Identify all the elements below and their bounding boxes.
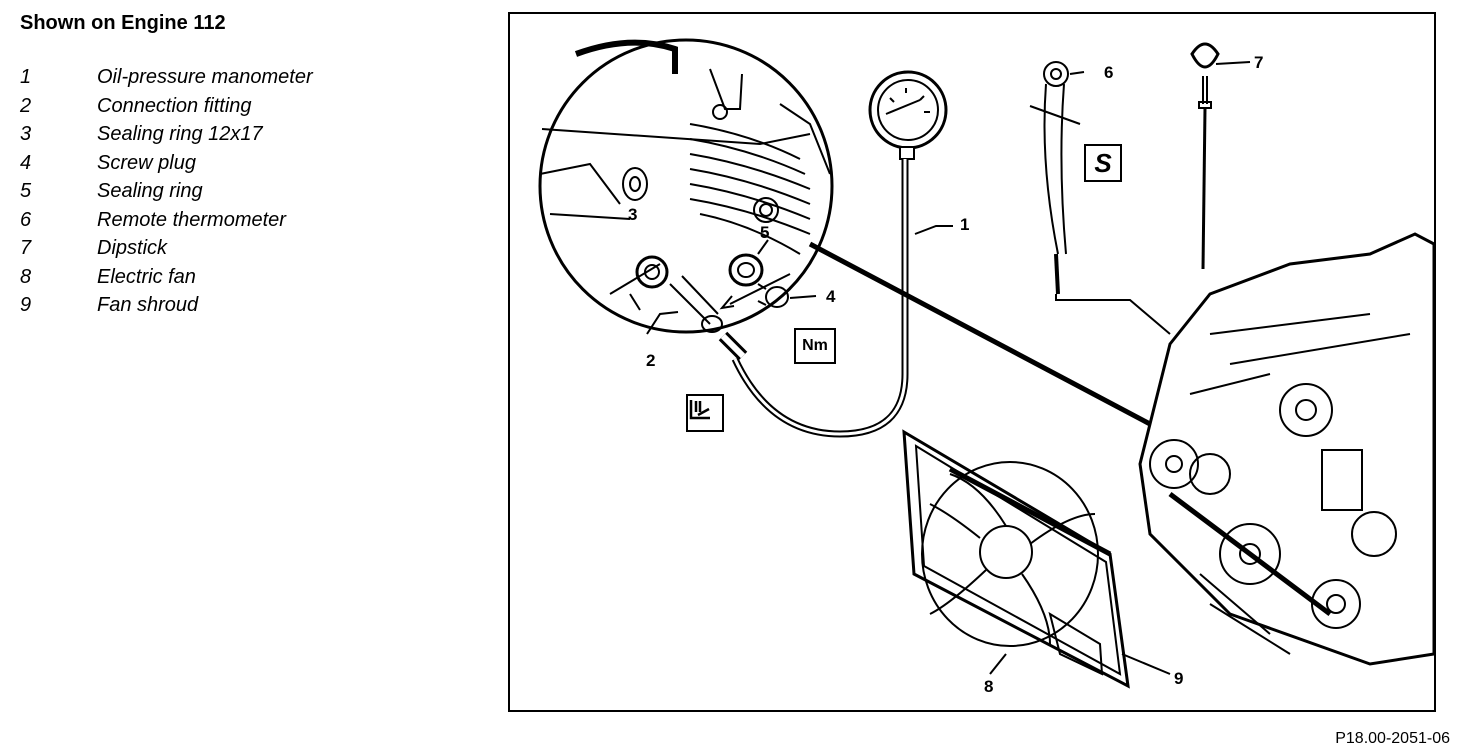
legend-label: Oil-pressure manometer	[97, 66, 313, 88]
electric-fan-shroud	[902, 429, 1130, 689]
legend-item: 9 Fan shroud	[20, 294, 313, 323]
legend-item: 7 Dipstick	[20, 237, 313, 266]
legend-item: 6 Remote thermometer	[20, 209, 313, 238]
callout-1: 1	[960, 215, 969, 234]
oil-pressure-gauge	[718, 70, 948, 438]
remote-thermometer	[1029, 61, 1171, 335]
engine-block	[1138, 232, 1434, 666]
callout-5: 5	[760, 223, 769, 242]
callout-9: 9	[1174, 669, 1183, 688]
special-tool-symbol: S	[1084, 144, 1122, 182]
callout-2: 2	[646, 351, 655, 370]
parts-legend: 1 Oil-pressure manometer 2 Connection fitt…	[20, 66, 313, 323]
legend-number: 5	[20, 180, 32, 202]
legend-number: 6	[20, 208, 32, 231]
torque-symbol: Nm	[794, 328, 836, 364]
legend-number: 1	[20, 66, 32, 88]
wrench-icon	[689, 400, 710, 420]
legend-item: 5 Sealing ring	[20, 180, 313, 209]
legend-item: 1 Oil-pressure manometer	[20, 66, 313, 95]
special-tool-letter: S	[1094, 147, 1112, 178]
callout-4: 4	[826, 287, 836, 306]
dipstick	[1190, 42, 1220, 270]
detail-view	[538, 38, 834, 334]
callout-7: 7	[1254, 53, 1263, 72]
legend-label: Electric fan	[97, 265, 196, 288]
figure-reference: P18.00-2051-06	[1335, 730, 1450, 747]
legend-item: 8 Electric fan	[20, 266, 313, 295]
legend-number: 8	[20, 265, 32, 288]
callout-8: 8	[984, 677, 993, 696]
legend-label: Dipstick	[97, 237, 168, 259]
engine-diagram: 1 2 3 4 5 6 7 8 9	[538, 38, 1434, 696]
diagram-frame: 1 2 3 4 5 6 7 8 9 S Nm	[508, 12, 1436, 712]
callout-leaders	[646, 61, 1251, 675]
legend-label: Remote thermometer	[97, 208, 286, 231]
legend-number: 9	[20, 294, 32, 316]
legend-label: Screw plug	[97, 151, 196, 174]
legend-number: 3	[20, 123, 32, 145]
legend-item: 2 Connection fitting	[20, 95, 313, 124]
callout-6: 6	[1104, 63, 1113, 82]
legend-label: Sealing ring 12x17	[97, 123, 263, 145]
torque-label: Nm	[802, 337, 828, 354]
page-title: Shown on Engine 112	[20, 12, 226, 34]
legend-label: Sealing ring	[97, 180, 203, 202]
legend-number: 7	[20, 237, 32, 259]
legend-item: 4 Screw plug	[20, 152, 313, 181]
legend-number: 2	[20, 94, 32, 117]
legend-label: Connection fitting	[97, 94, 252, 117]
detail-leader-line	[808, 241, 1152, 427]
callout-3: 3	[628, 205, 637, 224]
legend-number: 4	[20, 151, 32, 174]
legend-label: Fan shroud	[97, 294, 199, 316]
tool-icon	[686, 394, 724, 432]
legend-item: 3 Sealing ring 12x17	[20, 123, 313, 152]
